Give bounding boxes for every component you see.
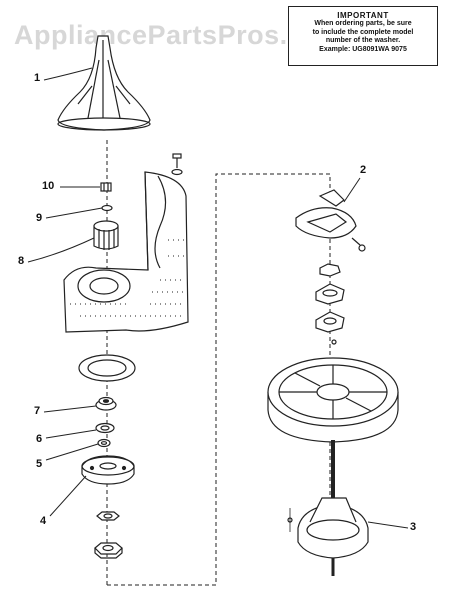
notice-line: number of the washer.: [325, 37, 401, 44]
callout-5: 5: [36, 458, 43, 470]
mounting-plate-part: [81, 455, 135, 485]
callout-7: 7: [34, 405, 41, 417]
callout-10: 10: [42, 180, 55, 192]
agitator-part: [57, 35, 151, 131]
thrust-washer-part: [97, 438, 111, 448]
callout-leader-lines: [27, 67, 409, 529]
notice-line: When ordering parts, be sure: [314, 20, 412, 27]
splash-guard-part: [63, 171, 189, 333]
callout-4: 4: [40, 515, 47, 527]
drive-pulley-part: [267, 357, 399, 443]
important-notice-box: IMPORTANT When ordering parts, be sure t…: [288, 6, 438, 66]
notice-title: IMPORTANT: [337, 11, 389, 20]
cam-part: [93, 220, 119, 250]
hex-nut-part: [94, 542, 123, 559]
nut-part: [100, 182, 112, 192]
callout-3: 3: [410, 521, 417, 533]
transmission-part: [287, 440, 369, 576]
assembly-dashed-lines: [106, 140, 331, 586]
callout-8: 8: [18, 255, 25, 267]
gasket-part: [78, 354, 136, 382]
callout-2: 2: [360, 164, 367, 176]
screw-part: [171, 153, 183, 176]
clutch-assembly-part: [295, 189, 366, 252]
callout-1: 1: [34, 72, 41, 84]
callout-6: 6: [36, 433, 43, 445]
notice-line: Example: UG8091WA 9075: [319, 45, 407, 53]
bushing-part: [95, 396, 117, 411]
callout-9: 9: [36, 212, 43, 224]
hex-nut-part: [96, 511, 120, 521]
seal-part: [95, 422, 115, 434]
small-washer-part: [101, 204, 113, 212]
washer-stack-part: [315, 263, 345, 345]
notice-line: to include the complete model: [312, 28, 414, 36]
